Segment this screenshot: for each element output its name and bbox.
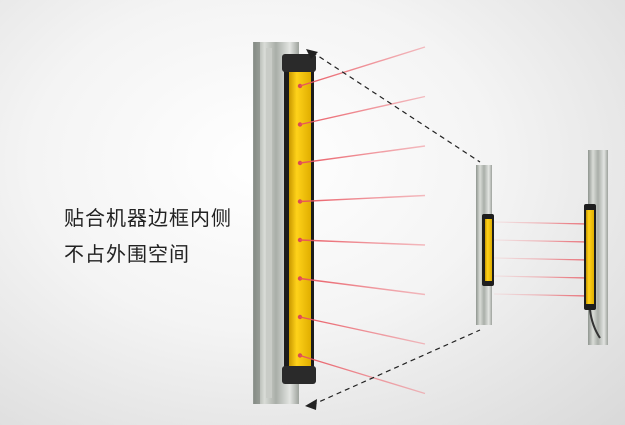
main-sensor-yellow-cover bbox=[289, 70, 311, 368]
main-sensor-top-cap bbox=[282, 54, 316, 72]
guide-bottom-dashed bbox=[311, 329, 481, 406]
caption-line-1: 贴合机器边框内侧 bbox=[64, 206, 232, 230]
main-sensor-bottom-cap bbox=[282, 366, 316, 384]
receiver-beam bbox=[493, 275, 589, 279]
light-beam bbox=[299, 354, 426, 395]
light-beam bbox=[299, 46, 426, 87]
main-frame-rail-edge bbox=[254, 42, 260, 404]
receiver-beam bbox=[493, 293, 589, 297]
middle-sensor-assembly bbox=[476, 165, 494, 325]
middle-sensor-yellow bbox=[485, 219, 492, 281]
right-sensor-yellow bbox=[586, 210, 594, 304]
receiver-beam bbox=[493, 239, 589, 243]
main-frame-rail-slot bbox=[266, 48, 272, 398]
light-beam bbox=[299, 316, 426, 345]
right-receiver-assembly bbox=[584, 150, 608, 345]
light-beam bbox=[299, 145, 426, 164]
light-beam bbox=[299, 239, 426, 246]
receiver-beam bbox=[493, 221, 589, 225]
caption-line-2: 不占外围空间 bbox=[64, 242, 190, 266]
main-light-beams bbox=[299, 46, 426, 395]
perspective-guides bbox=[305, 49, 481, 410]
caption-block: 贴合机器边框内侧 不占外围空间 bbox=[64, 200, 232, 272]
guide-top-dashed bbox=[311, 51, 481, 163]
guide-top-arrowhead bbox=[306, 49, 318, 59]
light-beam bbox=[299, 95, 426, 126]
guide-bottom-arrowhead bbox=[305, 399, 317, 410]
right-sensor-cable bbox=[589, 309, 601, 339]
receiver-light-beams bbox=[493, 221, 590, 298]
light-beam bbox=[299, 194, 426, 203]
receiver-beam bbox=[493, 257, 589, 261]
light-beam bbox=[299, 277, 426, 296]
main-sensor-assembly bbox=[253, 42, 316, 404]
